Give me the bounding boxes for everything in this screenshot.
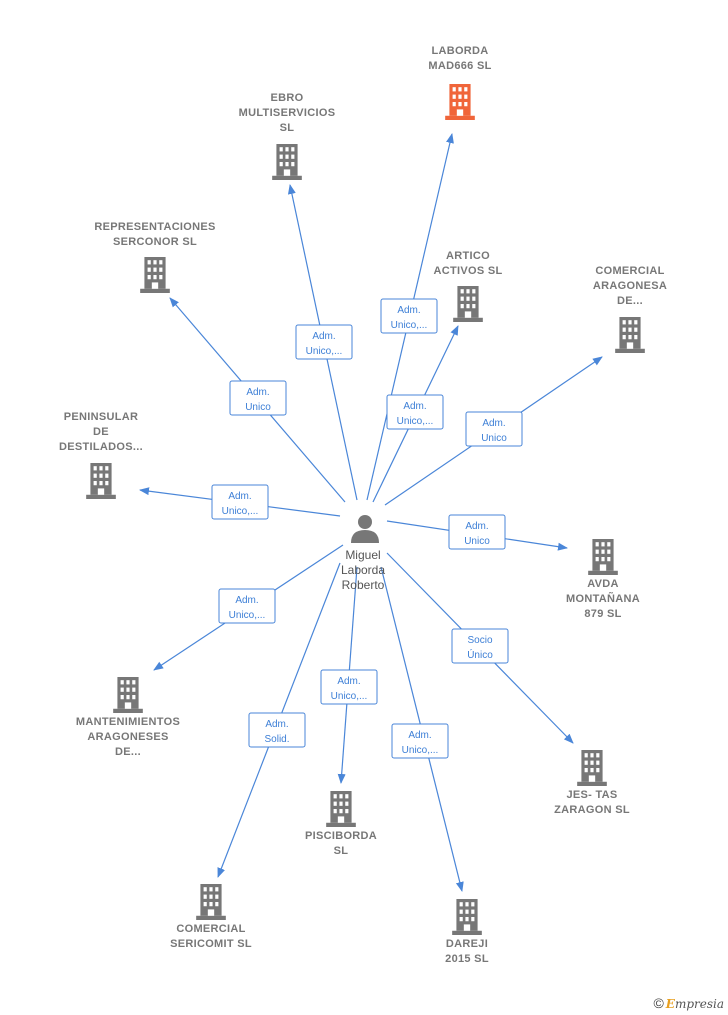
- company-node-laborda-mad666[interactable]: LABORDA MAD666 SL: [428, 45, 491, 120]
- building-icon: [445, 84, 475, 120]
- edge-label-line: Adm.: [246, 387, 269, 398]
- company-label: SL: [280, 122, 295, 134]
- company-node-comercial-sericomit[interactable]: COMERCIAL SERICOMIT SL: [170, 884, 252, 950]
- company-label: DE: [93, 426, 109, 438]
- building-icon: [113, 677, 143, 713]
- company-label: 879 SL: [584, 608, 621, 620]
- edge-label-comercial-sericomit[interactable]: Adm. Solid.: [248, 712, 306, 748]
- company-label: SL: [334, 845, 349, 857]
- edge-label-line: Adm.: [228, 491, 251, 502]
- edge-label-laborda-mad666[interactable]: Adm. Unico,...: [380, 298, 438, 334]
- person-label: Laborda: [341, 563, 385, 577]
- edge-label-line: Unico,...: [222, 506, 259, 517]
- edge-label-line: Único: [467, 648, 493, 661]
- person-label: Roberto: [342, 578, 385, 592]
- company-label: COMERCIAL: [595, 265, 664, 277]
- building-icon: [196, 884, 226, 920]
- company-label: DAREJI: [446, 938, 488, 950]
- company-label: COMERCIAL: [176, 923, 245, 935]
- company-label: LABORDA: [431, 45, 488, 57]
- edge-label-line: Adm.: [235, 595, 258, 606]
- company-label: SERCONOR SL: [113, 236, 197, 248]
- company-node-mantenimientos-aragoneses[interactable]: MANTENIMIENTOS ARAGONESES DE...: [76, 677, 180, 758]
- building-icon: [615, 317, 645, 353]
- company-node-jes-tas-zaragon[interactable]: JES- TAS ZARAGON SL: [554, 750, 630, 816]
- company-label: MONTAÑANA: [566, 592, 640, 605]
- company-label: ARTICO: [446, 250, 490, 262]
- company-label: MAD666 SL: [428, 60, 491, 72]
- edge-label-dareji-2015[interactable]: Adm. Unico,...: [391, 723, 449, 759]
- building-icon: [86, 463, 116, 499]
- edge-label-line: Unico: [481, 433, 507, 444]
- edge-label-line: Unico,...: [402, 745, 439, 756]
- edge-label-line: Unico,...: [397, 416, 434, 427]
- company-label: AVDA: [587, 578, 619, 590]
- company-label: DE...: [115, 746, 141, 758]
- company-label: 2015 SL: [445, 953, 489, 965]
- company-label: SERICOMIT SL: [170, 938, 252, 950]
- building-icon: [588, 539, 618, 575]
- company-label: DE...: [617, 295, 643, 307]
- company-label: ARAGONESES: [87, 731, 168, 743]
- edge-label-mantenimientos-aragoneses[interactable]: Adm. Unico,...: [218, 588, 276, 624]
- edge-label-avda-montanana[interactable]: Adm. Unico: [448, 514, 506, 550]
- edge-label-line: Adm.: [403, 401, 426, 412]
- company-label: ZARAGON SL: [554, 804, 630, 816]
- edge-label-ebro-multiservicios[interactable]: Adm. Unico,...: [295, 324, 353, 360]
- building-icon: [326, 791, 356, 827]
- building-icon: [140, 257, 170, 293]
- company-label: ARAGONESA: [593, 280, 667, 292]
- edge-label-peninsular-destilados[interactable]: Adm. Unico,...: [211, 484, 269, 520]
- edge-label-line: Adm.: [465, 521, 488, 532]
- brand-name: mpresia: [674, 997, 724, 1011]
- person-icon: [351, 515, 379, 543]
- company-label: MANTENIMIENTOS: [76, 716, 180, 728]
- company-label: PENINSULAR: [64, 411, 139, 423]
- company-node-pisciborda[interactable]: PISCIBORDA SL: [305, 791, 377, 857]
- edge-label-line: Unico,...: [331, 691, 368, 702]
- edge-label-representaciones-serconor[interactable]: Adm. Unico: [229, 380, 287, 416]
- company-label: MULTISERVICIOS: [239, 107, 336, 119]
- edge-label-line: Unico,...: [229, 610, 266, 621]
- building-icon: [452, 899, 482, 935]
- edge-label-comercial-aragonesa[interactable]: Adm. Unico: [465, 411, 523, 447]
- building-icon: [453, 286, 483, 322]
- edge-label-line: Adm.: [408, 730, 431, 741]
- company-node-dareji-2015[interactable]: DAREJI 2015 SL: [445, 899, 489, 965]
- company-label: ACTIVOS SL: [433, 265, 502, 277]
- building-icon: [577, 750, 607, 786]
- building-icon: [272, 144, 302, 180]
- company-node-representaciones-serconor[interactable]: REPRESENTACIONES SERCONOR SL: [94, 221, 215, 293]
- company-label: EBRO: [271, 92, 304, 104]
- company-label: JES- TAS: [566, 789, 617, 801]
- company-label: PISCIBORDA: [305, 830, 377, 842]
- edge-label-artico-activos[interactable]: Adm. Unico,...: [386, 394, 444, 430]
- copyright-symbol: ©: [653, 995, 664, 1011]
- edge-label-line: Solid.: [264, 734, 289, 745]
- edge-label-line: Unico: [245, 402, 271, 413]
- company-label: REPRESENTACIONES: [94, 221, 215, 233]
- edge-label-line: Socio: [467, 635, 492, 646]
- edge-label-line: Adm.: [482, 418, 505, 429]
- empresia-logo: ©Empresia: [653, 995, 724, 1011]
- company-label: DESTILADOS...: [59, 441, 143, 453]
- edge-label-line: Adm.: [397, 305, 420, 316]
- company-node-artico-activos[interactable]: ARTICO ACTIVOS SL: [433, 250, 502, 322]
- company-node-avda-montanana[interactable]: AVDA MONTAÑANA 879 SL: [566, 539, 640, 620]
- company-node-comercial-aragonesa[interactable]: COMERCIAL ARAGONESA DE...: [593, 265, 667, 353]
- person-label: Miguel: [345, 548, 380, 562]
- brand-initial: E: [665, 997, 675, 1011]
- edge-label-line: Adm.: [312, 331, 335, 342]
- edge-label-line: Adm.: [337, 676, 360, 687]
- edge-label-line: Unico: [464, 536, 490, 547]
- edge-label-pisciborda[interactable]: Adm. Unico,...: [320, 669, 378, 705]
- edge-label-line: Unico,...: [391, 320, 428, 331]
- company-node-ebro-multiservicios[interactable]: EBRO MULTISERVICIOS SL: [239, 92, 336, 180]
- company-node-peninsular-destilados[interactable]: PENINSULAR DE DESTILADOS...: [59, 411, 143, 499]
- edge-label-line: Unico,...: [306, 346, 343, 357]
- edge-label-line: Adm.: [265, 719, 288, 730]
